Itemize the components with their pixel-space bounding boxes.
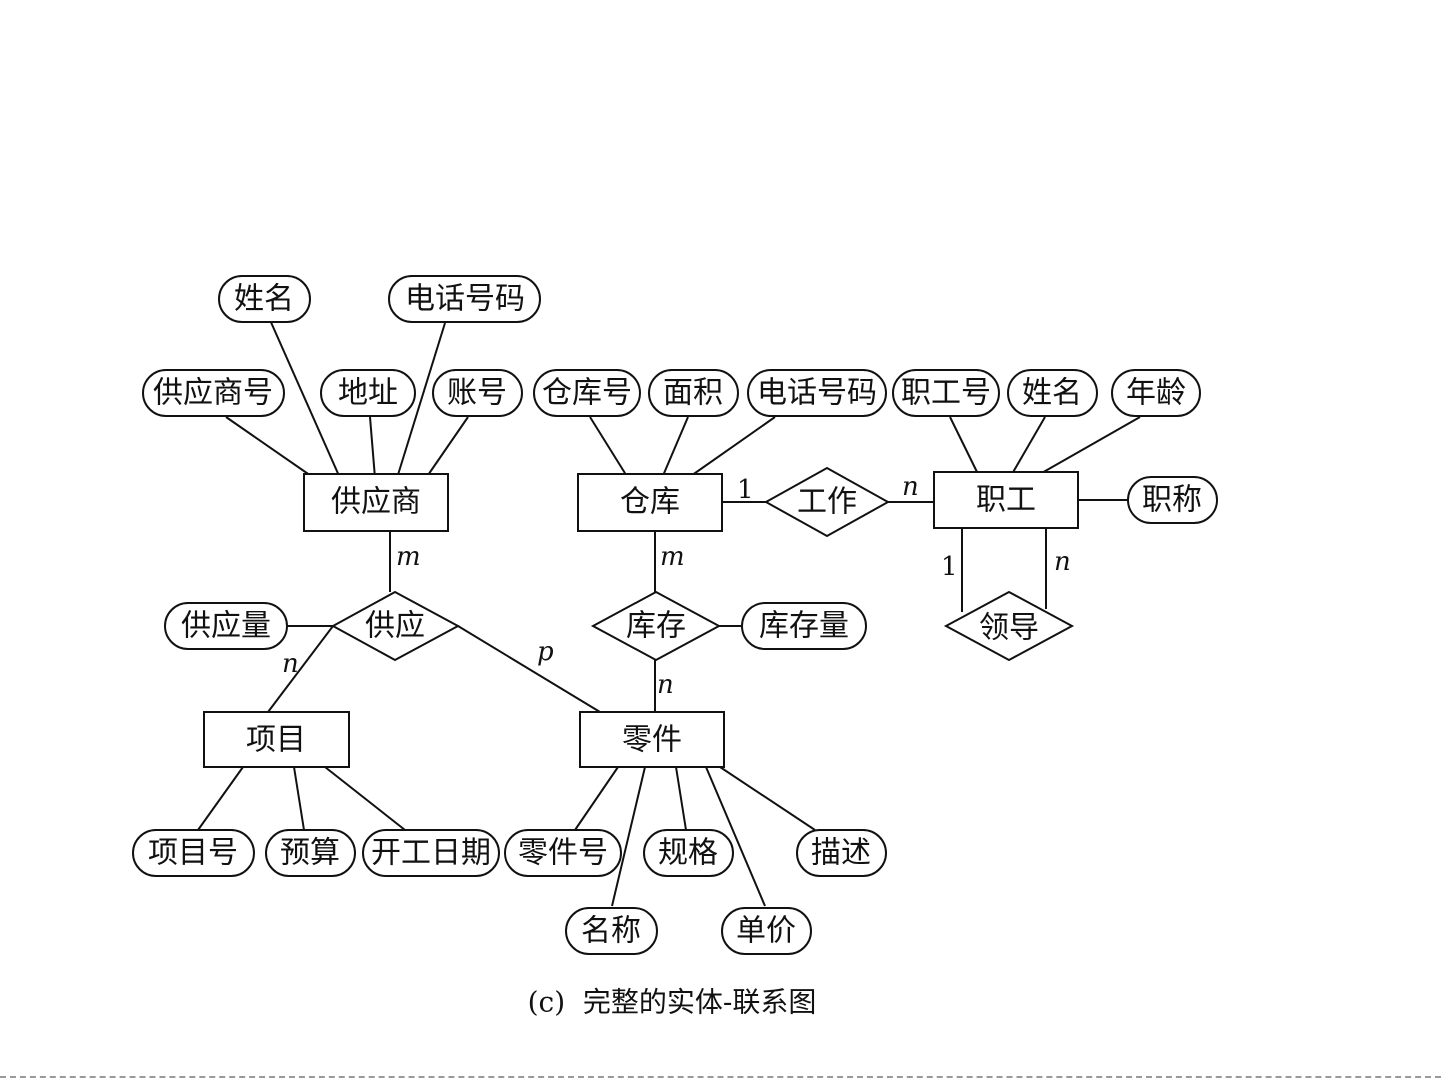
attribute-supplier-phone-label: 电话号码 bbox=[405, 282, 525, 317]
attribute-supplier-account: 账号 bbox=[433, 370, 522, 416]
entity-part: 零件 bbox=[580, 712, 724, 767]
cardinality-warehouse-stock: m bbox=[660, 542, 685, 572]
attribute-part-desc: 描述 bbox=[797, 830, 886, 876]
relationship-supply-label: 供应 bbox=[365, 609, 425, 644]
cardinality-lead-one: 1 bbox=[941, 552, 958, 582]
attribute-part-price-label: 单价 bbox=[736, 914, 796, 949]
entity-project: 项目 bbox=[204, 712, 349, 767]
attribute-project-start-date-label: 开工日期 bbox=[371, 836, 491, 871]
attribute-warehouse-no-label: 仓库号 bbox=[542, 376, 632, 411]
cardinality-part-supply: p bbox=[537, 637, 554, 667]
attribute-warehouse-area: 面积 bbox=[649, 370, 738, 416]
entity-project-label: 项目 bbox=[246, 723, 306, 758]
attribute-part-no: 零件号 bbox=[505, 830, 621, 876]
attribute-project-budget-label: 预算 bbox=[280, 836, 340, 871]
attribute-employee-age: 年龄 bbox=[1112, 370, 1200, 416]
entity-supplier-label: 供应商 bbox=[331, 485, 421, 520]
relationship-stock: 库存 bbox=[593, 592, 719, 660]
cardinality-employee-work: n bbox=[902, 472, 919, 502]
attribute-project-start-date: 开工日期 bbox=[363, 830, 499, 876]
attribute-project-no: 项目号 bbox=[133, 830, 254, 876]
attribute-employee-name-label: 姓名 bbox=[1022, 376, 1082, 411]
attribute-part-no-label: 零件号 bbox=[518, 836, 608, 871]
cardinality-lead-many: n bbox=[1054, 547, 1071, 577]
figure-caption: (c) 完整的实体-联系图 bbox=[528, 986, 817, 1019]
attribute-part-spec: 规格 bbox=[644, 830, 733, 876]
attribute-part-name-label: 名称 bbox=[581, 914, 641, 949]
attribute-part-price: 单价 bbox=[722, 908, 811, 954]
attribute-supply-quantity-label: 供应量 bbox=[181, 609, 271, 644]
attribute-supplier-name: 姓名 bbox=[219, 276, 310, 322]
attribute-warehouse-area-label: 面积 bbox=[663, 376, 723, 411]
attribute-employee-name: 姓名 bbox=[1008, 370, 1097, 416]
attribute-supplier-name-label: 姓名 bbox=[234, 282, 294, 317]
attribute-supplier-account-label: 账号 bbox=[447, 376, 507, 411]
attribute-employee-age-label: 年龄 bbox=[1126, 376, 1186, 411]
bottom-divider bbox=[0, 1076, 1441, 1078]
attribute-supplier-address: 地址 bbox=[321, 370, 415, 416]
attribute-part-name: 名称 bbox=[566, 908, 657, 954]
entity-supplier: 供应商 bbox=[304, 474, 448, 531]
entity-warehouse: 仓库 bbox=[578, 474, 722, 531]
attribute-part-desc-label: 描述 bbox=[811, 836, 871, 871]
attribute-project-no-label: 项目号 bbox=[148, 836, 238, 871]
attribute-supplier-address-label: 地址 bbox=[338, 376, 398, 411]
entity-employee-label: 职工 bbox=[976, 483, 1036, 518]
cardinality-project-supply: n bbox=[282, 649, 299, 679]
entity-part-label: 零件 bbox=[622, 723, 682, 758]
relationship-work: 工作 bbox=[766, 468, 888, 536]
attribute-supply-quantity: 供应量 bbox=[165, 603, 287, 649]
attribute-stock-quantity-label: 库存量 bbox=[759, 609, 849, 644]
attribute-part-spec-label: 规格 bbox=[658, 836, 718, 871]
attribute-supplier-no: 供应商号 bbox=[143, 370, 284, 416]
attribute-employee-title-label: 职称 bbox=[1142, 483, 1202, 518]
attribute-warehouse-no: 仓库号 bbox=[534, 370, 640, 416]
cardinality-supplier-supply: m bbox=[396, 542, 421, 572]
cardinality-part-stock: n bbox=[657, 670, 674, 700]
relationship-lead: 领导 bbox=[946, 592, 1072, 660]
attribute-employee-no-label: 职工号 bbox=[901, 376, 991, 411]
attribute-warehouse-phone-label: 电话号码 bbox=[757, 376, 877, 411]
relationship-work-label: 工作 bbox=[797, 485, 857, 520]
attribute-employee-title: 职称 bbox=[1128, 477, 1217, 523]
attribute-supplier-phone: 电话号码 bbox=[389, 276, 540, 322]
attribute-project-budget: 预算 bbox=[266, 830, 355, 876]
cardinality-warehouse-work: 1 bbox=[737, 475, 754, 505]
attribute-warehouse-phone: 电话号码 bbox=[748, 370, 886, 416]
entity-employee: 职工 bbox=[934, 472, 1078, 528]
attribute-stock-quantity: 库存量 bbox=[742, 603, 866, 649]
relationship-supply: 供应 bbox=[333, 592, 458, 660]
entity-warehouse-label: 仓库 bbox=[620, 485, 680, 520]
relationship-lead-label: 领导 bbox=[979, 611, 1039, 646]
relationship-stock-label: 库存 bbox=[626, 609, 686, 644]
attribute-employee-no: 职工号 bbox=[893, 370, 999, 416]
attribute-supplier-no-label: 供应商号 bbox=[153, 376, 273, 411]
